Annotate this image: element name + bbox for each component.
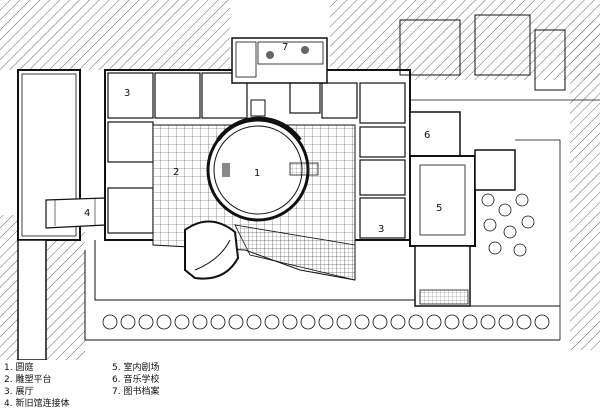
legend-item-7: 7. 图书档案 (112, 387, 160, 397)
curved-volume (184, 220, 240, 280)
legend-item-6: 6. 音乐学校 (112, 375, 160, 385)
legend-item-1: 1. 圆庭 (4, 363, 34, 373)
label-1: 1 (254, 168, 260, 179)
tree-row (102, 193, 550, 330)
label-3-top: 3 (124, 88, 130, 99)
label-7: 7 (282, 42, 288, 53)
label-5: 5 (436, 203, 442, 214)
street-lines (84, 99, 600, 341)
legend-item-3: 3. 展厅 (4, 387, 34, 397)
label-2: 2 (173, 167, 179, 178)
circular-courtyard (206, 99, 319, 222)
label-3-bottom: 3 (378, 224, 384, 235)
legend-item-5: 5. 室内剧场 (112, 363, 160, 373)
library-wing (231, 37, 328, 84)
right-complex (409, 111, 516, 307)
legend-right-column: 5. 室内剧场 6. 音乐学校 7. 图书档案 (112, 362, 159, 398)
label-4: 4 (84, 208, 90, 219)
neighbor-buildings (399, 14, 566, 91)
surrounding-hatch (0, 0, 600, 360)
site-plan: 1 2 3 3 4 5 6 7 (0, 0, 600, 360)
room-labels: 1 2 3 3 4 5 6 7 (84, 42, 442, 235)
legend-left-column: 1. 圆庭 2. 雕塑平台 3. 展厅 4. 新旧馆连接体 (4, 362, 69, 410)
legend-item-2: 2. 雕塑平台 (4, 375, 52, 385)
legend-item-4: 4. 新旧馆连接体 (4, 399, 70, 409)
connector-corridor (45, 197, 106, 229)
label-6: 6 (424, 130, 430, 141)
